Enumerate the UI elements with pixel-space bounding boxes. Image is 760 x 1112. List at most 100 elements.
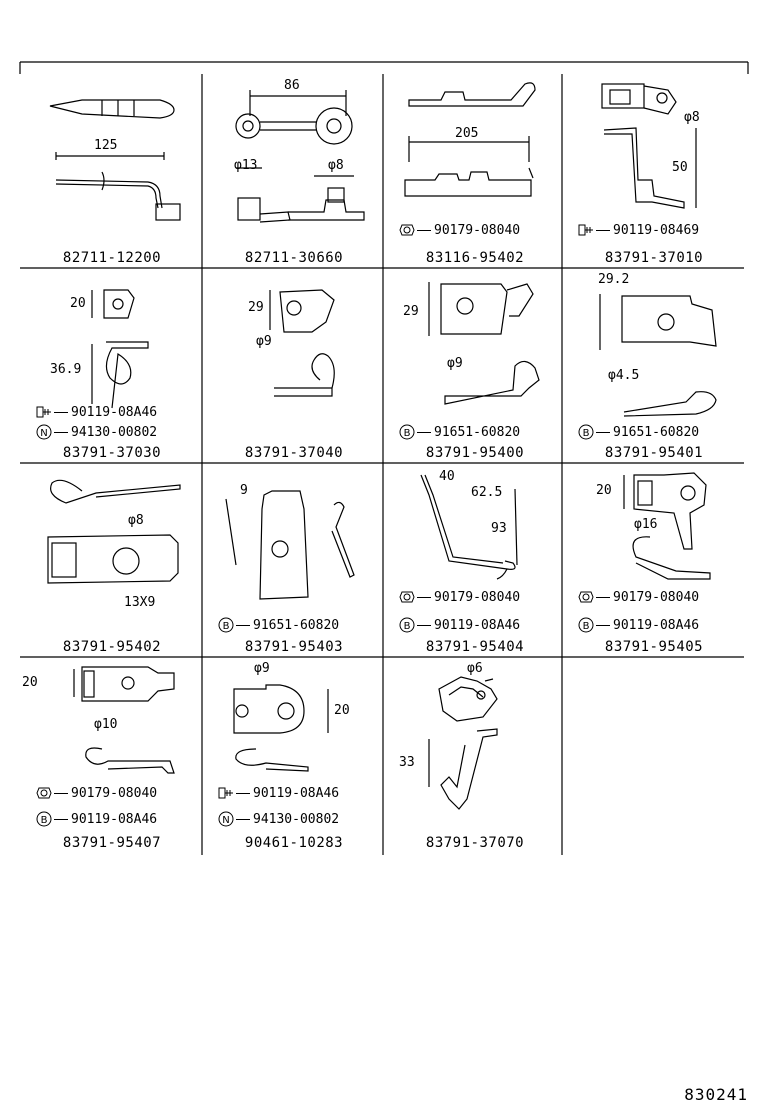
fastener-part-number: 90179-08040 <box>613 589 700 605</box>
dimension-label: φ8 <box>684 110 700 125</box>
fastener-part-number: 90179-08040 <box>71 785 158 801</box>
fastener-row[interactable]: 90179-08040 <box>399 222 520 238</box>
part-cell-2[interactable]: 86 φ13 φ8 82711-30660 <box>204 72 384 267</box>
fastener-row[interactable]: B 90119-08A46 <box>578 617 699 633</box>
bolt-icon <box>36 406 51 418</box>
nut-icon <box>399 224 415 236</box>
dimension-label: 205 <box>455 126 479 141</box>
diagram-code-label: 830241 <box>684 1085 748 1104</box>
part-illustration <box>73 666 175 774</box>
dimension-label: 29 <box>248 300 264 315</box>
fastener-part-number: 90119-08A46 <box>434 617 521 633</box>
part-cell-5[interactable]: 20 36.9 90119-08A46 N 94130-00802 83791-… <box>22 270 202 465</box>
nut-icon <box>578 591 594 603</box>
part-illustration <box>225 490 355 600</box>
part-cell-11[interactable]: 40 62.5 93 90179-08040 B 90119-08A46 837… <box>385 465 565 660</box>
svg-text:B: B <box>404 428 411 439</box>
part-cell-8[interactable]: 29.2 φ4.5 B 91651-60820 83791-95401 <box>564 270 744 465</box>
part-number-label: 83791-95403 <box>244 639 344 655</box>
part-number-label: 83791-95404 <box>425 639 525 655</box>
part-illustration <box>428 676 498 810</box>
part-illustration <box>47 479 181 584</box>
svg-text:B: B <box>404 621 411 632</box>
dimension-label: 20 <box>22 675 38 690</box>
part-illustration <box>428 282 540 405</box>
part-cell-12[interactable]: 20 φ16 90179-08040 B 90119-08A46 83791-9… <box>564 465 744 660</box>
bolt-icon <box>218 787 233 799</box>
part-cell-6[interactable]: 29 φ9 83791-37040 <box>204 270 384 465</box>
b-symbol-icon: B <box>578 424 594 440</box>
part-illustration <box>49 99 181 221</box>
part-cell-3[interactable]: 205 90179-08040 83116-95402 <box>385 72 565 267</box>
b-symbol-icon: B <box>578 617 594 633</box>
dimension-label: 33 <box>399 755 415 770</box>
b-symbol-icon: B <box>399 424 415 440</box>
part-cell-10[interactable]: 9 B 91651-60820 83791-95403 <box>204 465 384 660</box>
dimension-label: φ8 <box>128 513 144 528</box>
fastener-row[interactable]: 90119-08469 <box>578 222 699 238</box>
dimension-label: 29.2 <box>598 272 630 287</box>
fastener-row[interactable]: B 91651-60820 <box>578 424 699 440</box>
part-illustration <box>233 684 329 772</box>
dimension-label: 29 <box>403 304 419 319</box>
svg-text:B: B <box>223 621 230 632</box>
fastener-part-number: 91651-60820 <box>613 424 700 440</box>
b-symbol-icon: B <box>399 617 415 633</box>
fastener-row[interactable]: N 94130-00802 <box>218 811 339 827</box>
part-illustration <box>601 83 697 209</box>
dimension-label: φ13 <box>234 158 258 173</box>
dimension-label: 86 <box>284 78 300 93</box>
part-cell-15[interactable]: φ6 33 83791-37070 <box>385 659 565 854</box>
fastener-row[interactable]: N 94130-00802 <box>36 424 157 440</box>
part-illustration <box>404 82 536 197</box>
part-number-label: 83791-95405 <box>604 639 704 655</box>
fastener-row[interactable]: B 90119-08A46 <box>36 811 157 827</box>
part-cell-4[interactable]: φ8 50 90119-08469 83791-37010 <box>564 72 744 267</box>
nut-icon <box>399 591 415 603</box>
fastener-row[interactable]: B 90119-08A46 <box>399 617 520 633</box>
fastener-row[interactable]: B 91651-60820 <box>399 424 520 440</box>
dimension-label: φ8 <box>328 158 344 173</box>
part-number-label: 83791-95402 <box>62 639 162 655</box>
part-cell-13[interactable]: 20 φ10 90179-08040 B 90119-08A46 83791-9… <box>22 659 202 854</box>
n-symbol-icon: N <box>218 811 234 827</box>
dimension-label: φ9 <box>447 356 463 371</box>
dimension-label: φ9 <box>254 661 270 676</box>
bolt-icon <box>578 224 593 236</box>
fastener-row[interactable]: 90119-08A46 <box>36 404 157 420</box>
fastener-row[interactable]: 90179-08040 <box>36 785 157 801</box>
dimension-label: 20 <box>334 703 350 718</box>
dimension-label: 13X9 <box>124 595 156 610</box>
fastener-row[interactable]: 90119-08A46 <box>218 785 339 801</box>
part-illustration <box>269 289 335 397</box>
part-cell-1[interactable]: 125 82711-12200 <box>22 72 202 267</box>
part-cell-7[interactable]: 29 φ9 B 91651-60820 83791-95400 <box>385 270 565 465</box>
fastener-row[interactable]: 90179-08040 <box>578 589 699 605</box>
part-illustration <box>235 90 365 223</box>
dimension-label: φ10 <box>94 717 118 732</box>
fastener-part-number: 90119-08A46 <box>71 404 158 420</box>
fastener-part-number: 90179-08040 <box>434 589 521 605</box>
part-cell-14[interactable]: φ9 20 90119-08A46 N 94130-00802 90461-10… <box>204 659 384 854</box>
fastener-part-number: 91651-60820 <box>253 617 340 633</box>
fastener-row[interactable]: B 91651-60820 <box>218 617 339 633</box>
part-number-label: 83791-95401 <box>604 445 704 461</box>
part-number-label: 83791-95407 <box>62 835 162 851</box>
svg-text:B: B <box>41 815 48 826</box>
part-number-label: 83791-95400 <box>425 445 525 461</box>
fastener-part-number: 91651-60820 <box>434 424 521 440</box>
svg-text:B: B <box>583 428 590 439</box>
fastener-part-number: 90179-08040 <box>434 222 521 238</box>
svg-text:B: B <box>583 621 590 632</box>
b-symbol-icon: B <box>218 617 234 633</box>
part-number-label: 90461-10283 <box>244 835 344 851</box>
fastener-part-number: 94130-00802 <box>71 424 158 440</box>
part-number-label: 83791-37010 <box>604 250 704 266</box>
fastener-part-number: 90119-08469 <box>613 222 700 238</box>
part-illustration <box>599 294 717 417</box>
fastener-row[interactable]: 90179-08040 <box>399 589 520 605</box>
b-symbol-icon: B <box>36 811 52 827</box>
svg-text:N: N <box>40 428 47 439</box>
part-cell-9[interactable]: φ8 13X9 83791-95402 <box>22 465 202 660</box>
